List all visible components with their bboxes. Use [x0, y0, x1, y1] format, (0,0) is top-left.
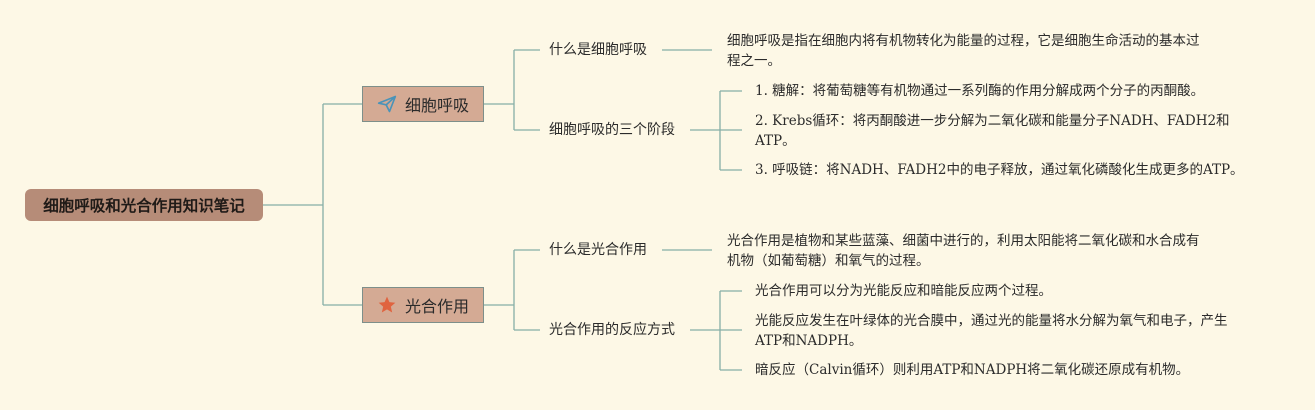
root-topic-label: 细胞呼吸和光合作用知识笔记	[43, 197, 245, 215]
note-line: 光合作用是植物和某些蓝藻、细菌中进行的，利用太阳能将二氧化碳和水合成有	[727, 233, 1200, 249]
note-stage-krebs: 2. Krebs循环：将丙酮酸进一步分解为二氧化碳和能量分子NADH、FADH2…	[755, 111, 1230, 151]
subtopic-label: 什么是光合作用	[549, 242, 647, 258]
connector-sub-respiration-stages	[690, 90, 742, 171]
connector-branch-photosynthesis	[484, 249, 540, 331]
note-line: 细胞呼吸是指在细胞内将有机物转化为能量的过程，它是细胞生命活动的基本过	[727, 33, 1200, 49]
paper-plane-icon	[377, 94, 397, 114]
note-photosynthesis-definition: 光合作用是植物和某些蓝藻、细菌中进行的，利用太阳能将二氧化碳和水合成有 机物（如…	[727, 231, 1200, 271]
note-respiration-definition: 细胞呼吸是指在细胞内将有机物转化为能量的过程，它是细胞生命活动的基本过 程之一。	[727, 31, 1200, 71]
note-line: 3. 呼吸链：将NADH、FADH2中的电子释放，通过氧化磷酸化生成更多的ATP…	[755, 162, 1244, 178]
branch-label: 细胞呼吸	[404, 96, 469, 115]
note-line: 光合作用可以分为光能反应和暗能反应两个过程。	[755, 283, 1052, 299]
root-topic[interactable]: 细胞呼吸和光合作用知识笔记	[25, 189, 263, 221]
subtopic-label: 细胞呼吸的三个阶段	[549, 122, 675, 138]
note-line: ATP和NADPH。	[755, 333, 863, 349]
note-line: ATP。	[755, 133, 796, 149]
subtopic-photosynthesis-modes[interactable]: 光合作用的反应方式	[549, 320, 675, 340]
branch-label: 光合作用	[404, 297, 469, 316]
note-line: 2. Krebs循环：将丙酮酸进一步分解为二氧化碳和能量分子NADH、FADH2…	[755, 113, 1230, 129]
note-dark-reaction: 暗反应（Calvin循环）则利用ATP和NADPH将二氧化碳还原成有机物。	[755, 360, 1189, 380]
subtopic-what-is-respiration[interactable]: 什么是细胞呼吸	[549, 40, 647, 60]
note-line: 机物（如葡萄糖）和氧气的过程。	[727, 253, 930, 269]
connector-root	[263, 103, 362, 306]
note-light-reaction: 光能反应发生在叶绿体的光合膜中，通过光的能量将水分解为氧气和电子，产生 ATP和…	[755, 311, 1228, 351]
connector-branch-respiration	[484, 49, 540, 131]
star-icon	[377, 295, 397, 315]
note-line: 程之一。	[727, 53, 781, 69]
note-line: 暗反应（Calvin循环）则利用ATP和NADPH将二氧化碳还原成有机物。	[755, 362, 1190, 378]
subtopic-label: 光合作用的反应方式	[549, 322, 675, 338]
subtopic-respiration-stages[interactable]: 细胞呼吸的三个阶段	[549, 120, 675, 140]
note-light-dark-reactions: 光合作用可以分为光能反应和暗能反应两个过程。	[755, 281, 1052, 301]
subtopic-what-is-photosynthesis[interactable]: 什么是光合作用	[549, 240, 647, 260]
subtopic-label: 什么是细胞呼吸	[549, 42, 647, 58]
branch-cellular-respiration[interactable]: 细胞呼吸	[362, 86, 484, 122]
connector-sub-photo-modes	[690, 290, 742, 371]
note-stage-respiratory-chain: 3. 呼吸链：将NADH、FADH2中的电子释放，通过氧化磷酸化生成更多的ATP…	[755, 160, 1244, 180]
note-line: 光能反应发生在叶绿体的光合膜中，通过光的能量将水分解为氧气和电子，产生	[755, 313, 1228, 329]
branch-photosynthesis[interactable]: 光合作用	[362, 287, 484, 323]
note-line: 1. 糖解：将葡萄糖等有机物通过一系列酶的作用分解成两个分子的丙酮酸。	[755, 83, 1205, 99]
note-stage-glycolysis: 1. 糖解：将葡萄糖等有机物通过一系列酶的作用分解成两个分子的丙酮酸。	[755, 81, 1204, 101]
